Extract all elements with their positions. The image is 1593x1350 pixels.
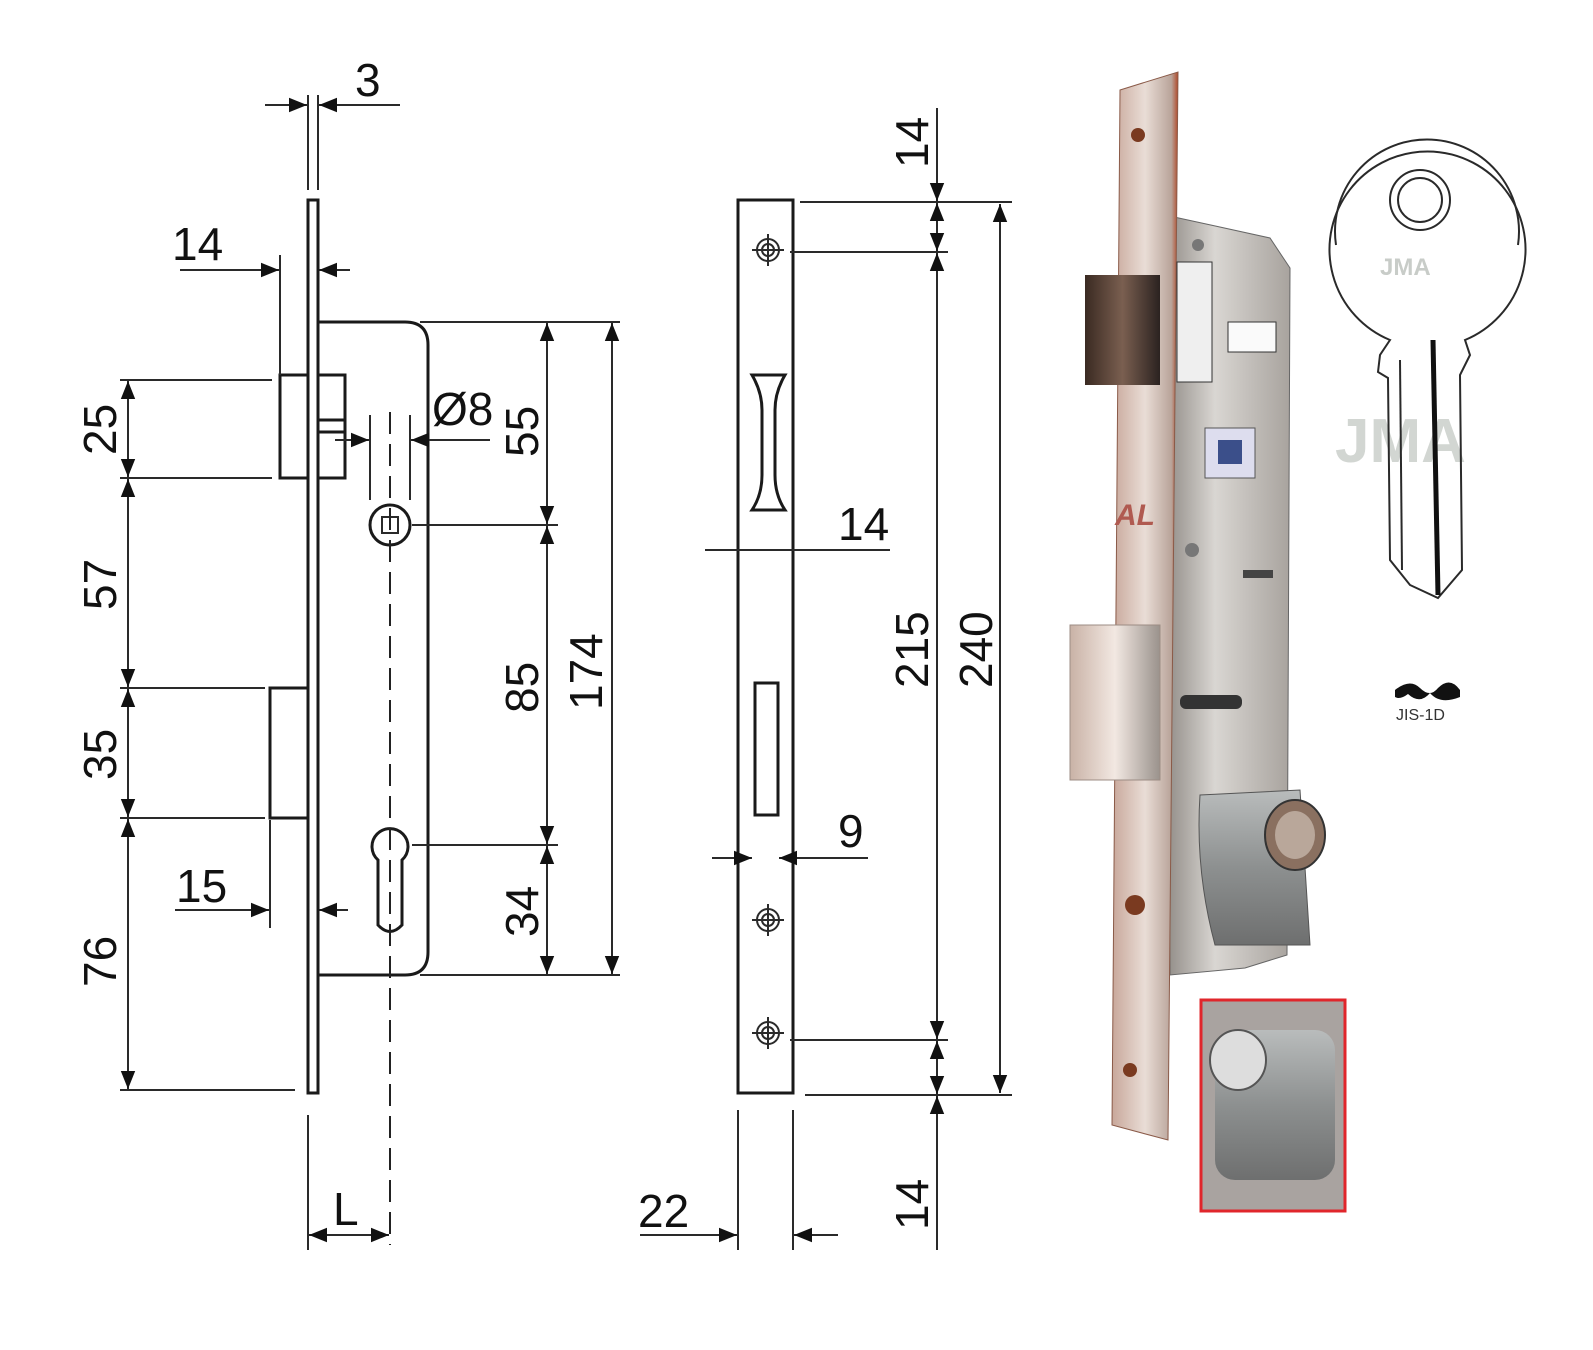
strike-plate-view: 14 9 22 14 215 240 14 [638,108,1012,1250]
dim-14-top: 14 [886,117,938,168]
latch-photo [1085,275,1160,385]
dim-57: 57 [74,559,126,610]
latch-opening [749,373,788,512]
screw-hole [752,234,784,266]
dim-9: 9 [838,805,864,857]
lock-case [318,320,430,977]
dim-14-latch: 14 [172,218,223,270]
cylinder-inset [1199,998,1347,1213]
latch-body [316,373,347,480]
dim-85: 85 [496,662,548,713]
dim-14-center: 14 [838,498,889,550]
dead-bolt [268,686,310,820]
dim-35: 35 [74,729,126,780]
key-profile-icon [1395,682,1460,701]
strike-dim-chain [790,108,1012,1250]
spindle-square-photo [1218,440,1242,464]
dim-34: 34 [496,886,548,937]
dim-3: 3 [355,54,381,106]
latch-bolt [278,373,310,480]
dim-240: 240 [950,611,1002,688]
key-illustration: JMA JMA JIS-1D [1328,138,1527,724]
brand-mark-photo: AL [1114,499,1155,532]
cylinder-hole [370,827,410,933]
deadbolt-photo [1069,624,1161,781]
inset-cylinder-face [1209,1029,1267,1091]
key-bow-logo: JMA [1380,254,1431,281]
dim-25: 25 [74,404,126,455]
strike-plate [736,198,795,1095]
key-model: JIS-1D [1396,707,1445,724]
key-ring-inner [1397,177,1443,223]
key-ring-outer [1389,169,1451,231]
screw-hole-photo [1131,128,1145,142]
screw-hole [752,1017,784,1049]
dim-L: L [333,1183,359,1235]
keyway-photo [1275,811,1315,859]
faceplate [306,198,320,1095]
slot-photo [1180,695,1242,709]
right-dim-chain [412,321,620,976]
left-dim-chain [120,379,295,1091]
dim-55: 55 [496,406,548,457]
dim-215: 215 [886,611,938,688]
key-bow-inner [1334,138,1520,246]
lock-side-view: 3 14 25 57 35 76 15 [74,54,620,1250]
inset-frame [1199,998,1347,1213]
latch-mech [1176,261,1213,383]
lock-photo: AL [1069,71,1347,1213]
screw-hole-photo [1125,895,1145,915]
slot-photo [1227,321,1277,353]
key-groove [1399,359,1403,571]
dim-76: 76 [74,936,126,987]
screw-hole-photo [1123,1063,1137,1077]
dim-15: 15 [176,860,227,912]
bolt-opening [753,681,780,817]
screw-photo [1185,543,1199,557]
slot-photo [1243,570,1273,578]
dim-174: 174 [560,633,612,710]
key-groove [1430,339,1441,596]
faceplate-photo [1111,71,1179,1141]
dim-14-bottom: 14 [886,1179,938,1230]
dim-diameter-8: Ø8 [432,383,493,435]
screw-hole [752,904,784,936]
key-outline [1328,150,1527,600]
dim-22: 22 [638,1185,689,1237]
screw-photo [1192,239,1204,251]
